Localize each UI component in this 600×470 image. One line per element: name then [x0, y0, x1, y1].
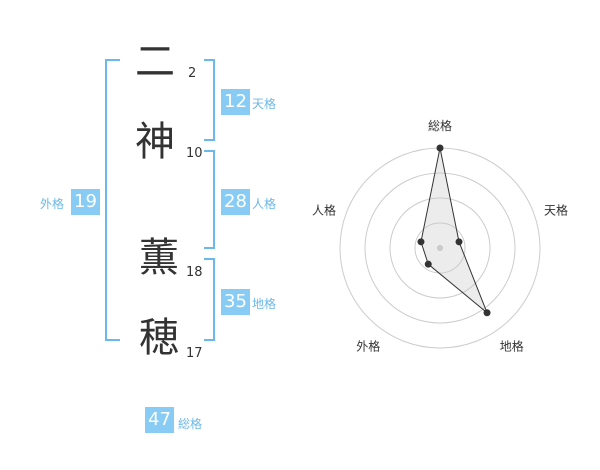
jin-label: 人格 [252, 197, 277, 211]
jin-bracket [204, 150, 215, 249]
chi-label: 地格 [252, 297, 277, 311]
name-char-4: 穂 [139, 315, 179, 361]
stroke-count-1: 2 [188, 66, 197, 81]
radar-data-polygon [420, 147, 488, 314]
jin-value-badge: 28 [221, 189, 250, 215]
gai-bracket [105, 59, 120, 341]
radar-ring [389, 197, 491, 299]
gai-label: 外格 [40, 197, 65, 211]
chi-value-badge: 35 [221, 289, 250, 315]
sou-value-badge: 47 [145, 407, 174, 433]
radar-point-2 [455, 238, 463, 246]
chi-bracket [204, 258, 215, 341]
radar-axis-label: 総格 [428, 118, 452, 133]
radar-ring [364, 172, 516, 324]
ten-bracket [204, 59, 215, 141]
radar-ring [414, 222, 466, 274]
gai-value-badge: 19 [71, 189, 100, 215]
radar-axis-label: 天格 [544, 202, 568, 217]
ten-label: 天格 [252, 97, 277, 111]
radar-axis-label: 地格 [500, 339, 524, 354]
radar-axis-label: 人格 [312, 202, 336, 217]
sou-label: 総格 [178, 417, 203, 431]
name-char-1: 二 [135, 39, 175, 85]
radar-center-dot [437, 245, 443, 251]
ten-value-badge: 12 [221, 89, 250, 115]
radar-point-3 [483, 309, 491, 317]
stroke-count-3: 18 [186, 265, 203, 280]
radar-point-4 [424, 260, 432, 268]
radar-point-1 [436, 144, 444, 152]
name-char-3: 薫 [139, 235, 179, 281]
stroke-count-2: 10 [186, 146, 203, 161]
radar-axis-label: 外格 [356, 339, 380, 354]
name-char-2: 神 [135, 119, 175, 165]
radar-point-5 [417, 238, 425, 246]
stroke-count-4: 17 [186, 346, 203, 361]
